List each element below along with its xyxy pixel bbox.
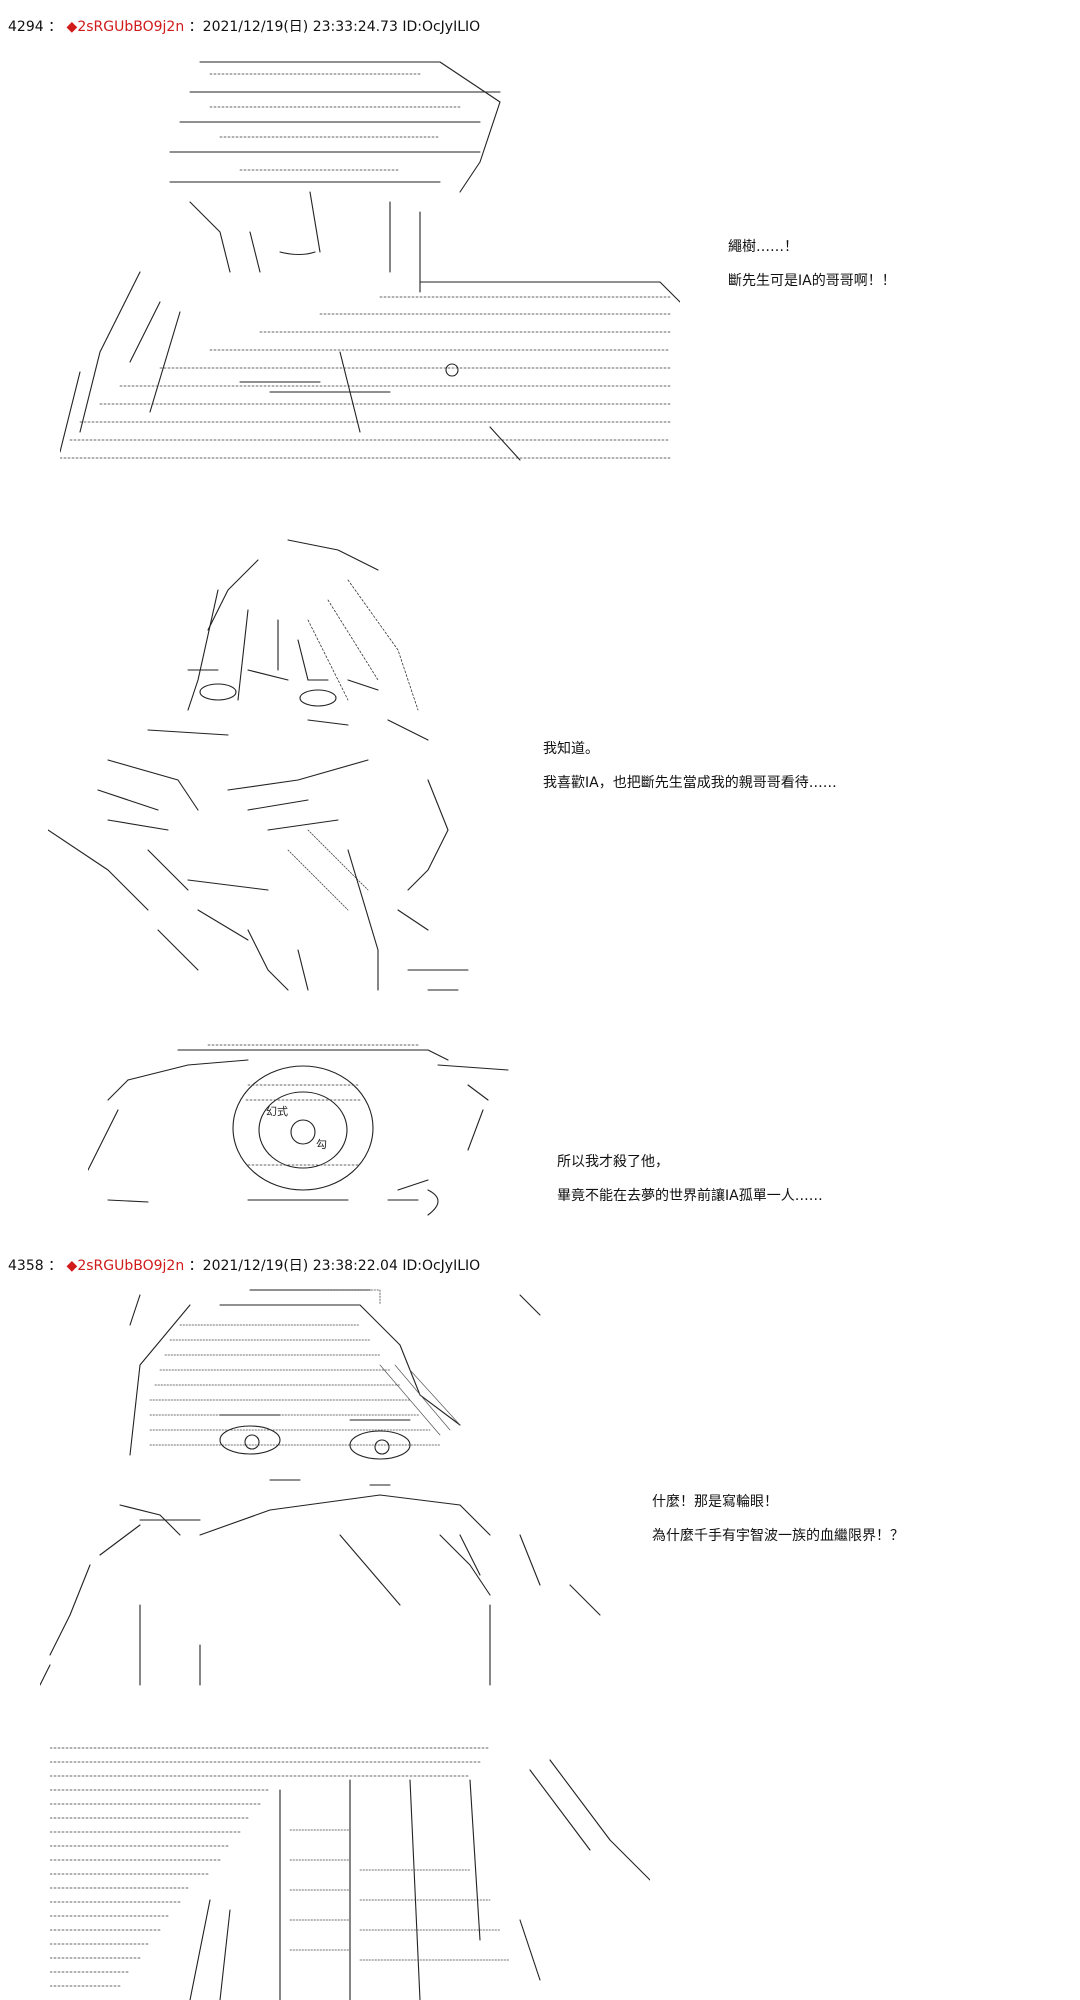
post-datetime: 2021/12/19(日) 23:38:22.04	[202, 1258, 398, 1274]
diamond-icon: ◆	[66, 1258, 78, 1274]
post-number: 4294	[8, 19, 44, 35]
dialog-panel-3: 所以我才殺了他， 畢竟不能在去夢的世界前讓IA孤單一人……	[557, 1153, 823, 1221]
post-trip[interactable]: 2sRGUbBO9j2n	[77, 1258, 185, 1274]
diamond-icon: ◆	[66, 19, 78, 35]
post-id: ID:OcJyILIO	[402, 1258, 481, 1274]
dialog-line: 所以我才殺了他，	[557, 1154, 669, 1170]
eye-kanji-label: 勾	[316, 1138, 327, 1151]
ascii-art-panel-2	[48, 530, 518, 1000]
ascii-art-panel-5	[50, 1740, 650, 2000]
dialog-line: 畢竟不能在去夢的世界前讓IA孤單一人……	[557, 1188, 823, 1204]
dialog-panel-1: 繩樹……！ 斷先生可是IA的哥哥啊！！	[728, 238, 896, 306]
dialog-panel-2: 我知道。 我喜歡IA，也把斷先生當成我的親哥哥看待……	[543, 740, 837, 808]
post-header-4294: 4294 ： ◆2sRGUbBO9j2n ：2021/12/19(日) 23:3…	[8, 19, 481, 35]
post-trip[interactable]: 2sRGUbBO9j2n	[77, 19, 185, 35]
post-number: 4358	[8, 1258, 44, 1274]
post-id: ID:OcJyILIO	[402, 19, 481, 35]
dialog-line: 繩樹……！	[728, 239, 798, 255]
post-datetime: 2021/12/19(日) 23:33:24.73	[202, 19, 398, 35]
dialog-line: 什麼！那是寫輪眼！	[652, 1494, 778, 1510]
dialog-panel-4: 什麼！那是寫輪眼！ 為什麼千手有宇智波一族的血繼限界！？	[652, 1493, 904, 1561]
dialog-line: 我知道。	[543, 741, 599, 757]
ascii-art-panel-3: 幻式 勾	[88, 1040, 528, 1220]
ascii-art-panel-1	[60, 52, 680, 472]
dialog-line: 我喜歡IA，也把斷先生當成我的親哥哥看待……	[543, 775, 837, 791]
dialog-line: 為什麼千手有宇智波一族的血繼限界！？	[652, 1528, 904, 1544]
eye-kanji-label: 幻式	[266, 1105, 288, 1118]
dialog-line: 斷先生可是IA的哥哥啊！！	[728, 273, 896, 289]
ascii-art-panel-4	[40, 1285, 640, 1695]
post-header-4358: 4358 ： ◆2sRGUbBO9j2n ：2021/12/19(日) 23:3…	[8, 1258, 481, 1274]
